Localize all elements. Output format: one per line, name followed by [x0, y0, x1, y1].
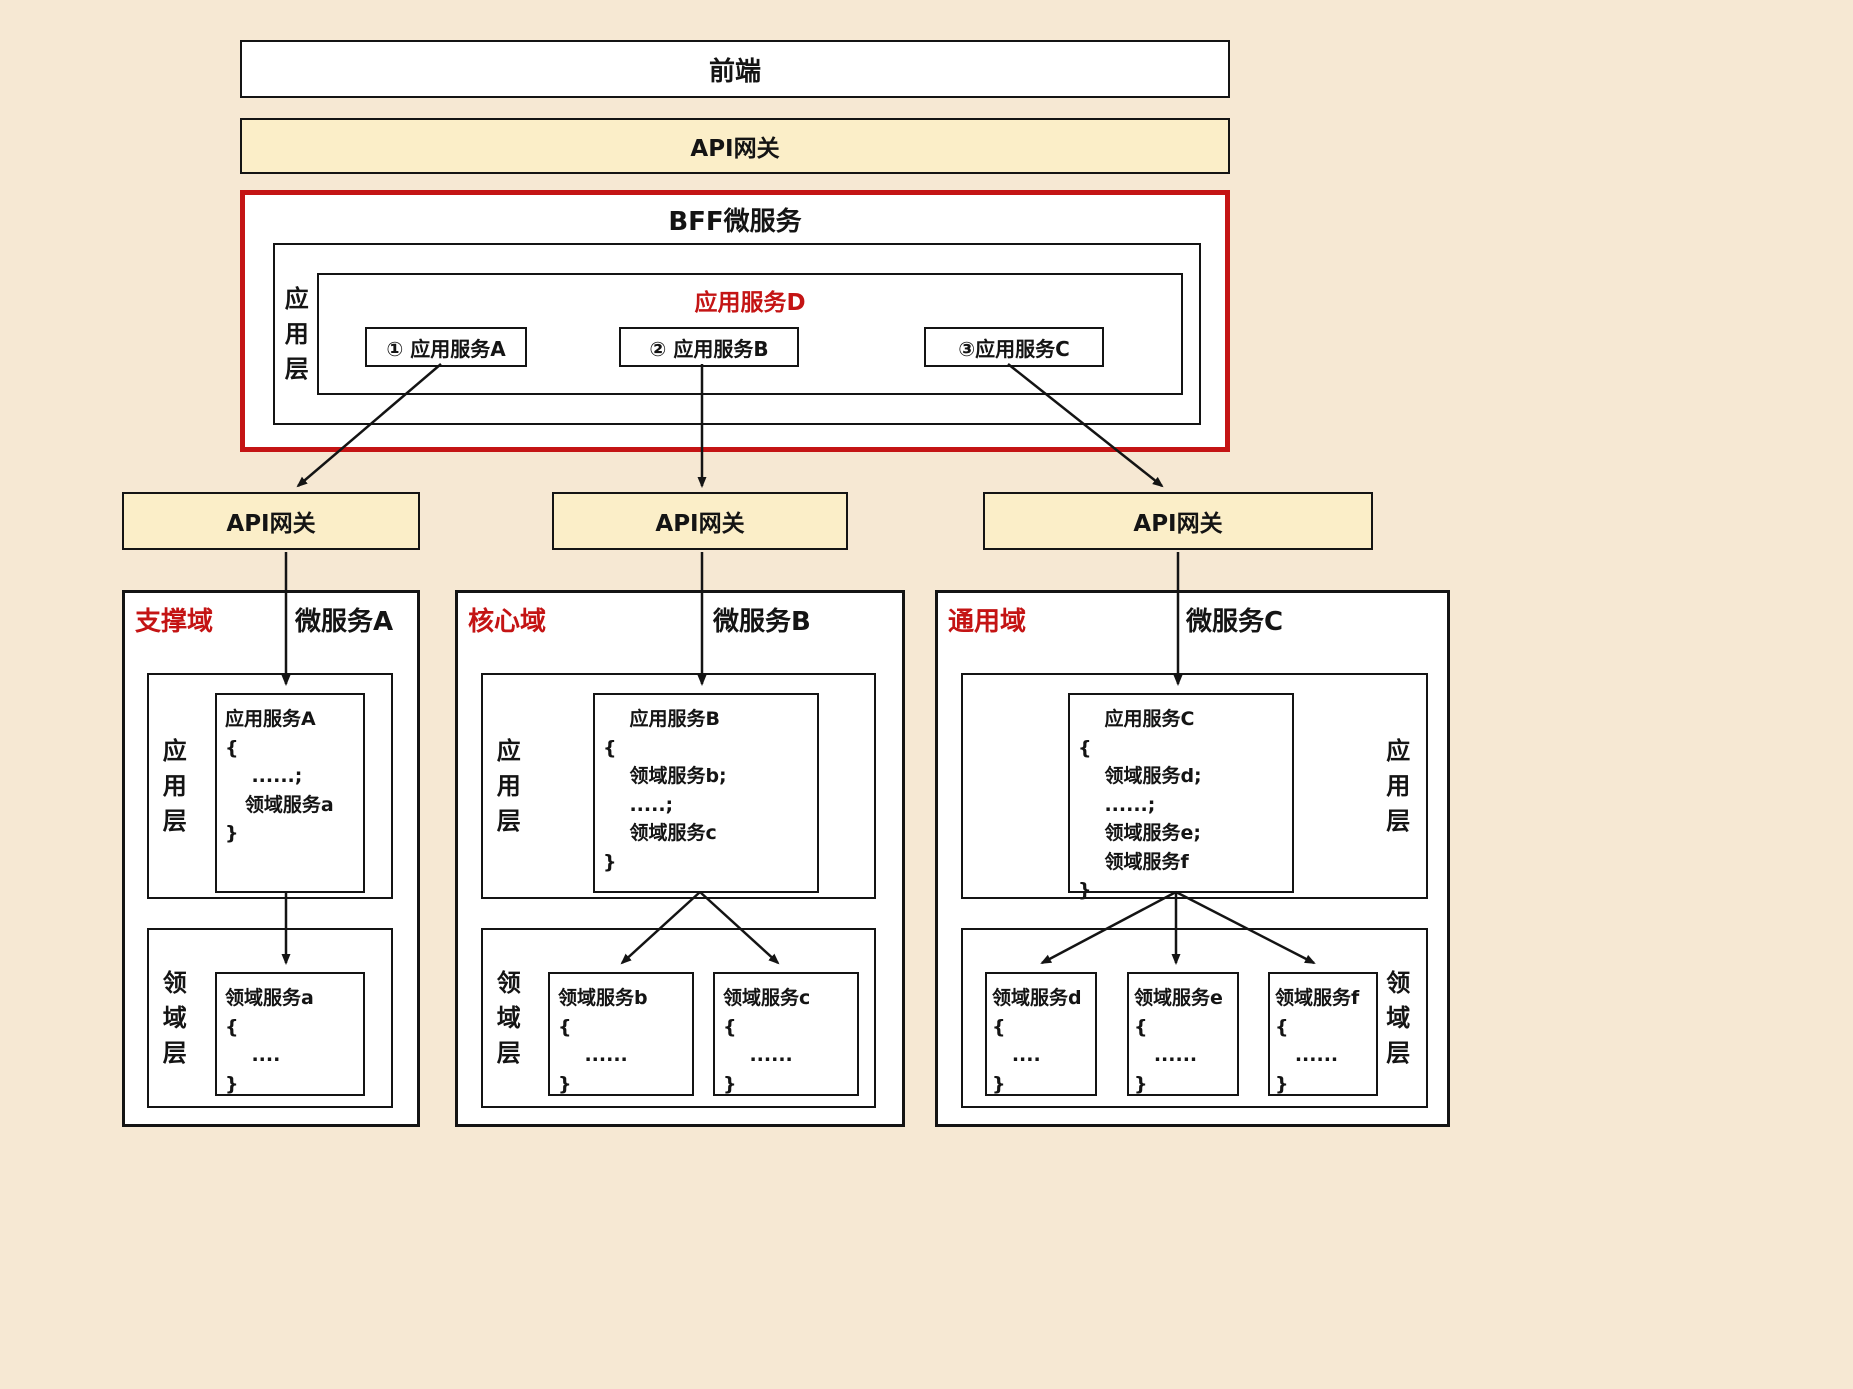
microservice-c-box: 通用域 微服务C 应用层 应用服务C { 领域服务d; ......; 领域服务…	[935, 590, 1450, 1127]
app-service-d-label: 应用服务D	[694, 290, 806, 316]
domain-service-f-code: 领域服务f { ...... }	[1275, 987, 1360, 1095]
bff-microservice-box: BFF微服务 应用层 应用服务D ① 应用服务A ② 应用服务B ③应用服务C	[240, 190, 1230, 452]
domain-b-badge: 核心域	[468, 607, 547, 637]
bff-service-c-label: ③应用服务C	[958, 336, 1070, 361]
microservice-b-title: 微服务B	[713, 607, 811, 637]
api-gateway-b-label: API网关	[655, 511, 745, 537]
domain-b-app-layer-label: 应用层	[496, 736, 521, 835]
domain-a-domain-layer-box: 领域层 领域服务a { .... }	[147, 928, 393, 1108]
bff-app-layer-box: 应用层 应用服务D ① 应用服务A ② 应用服务B ③应用服务C	[273, 243, 1201, 425]
domain-service-b-code: 领域服务b { ...... }	[558, 987, 648, 1095]
bff-service-c-box: ③应用服务C	[924, 327, 1104, 367]
bff-service-b-box: ② 应用服务B	[619, 327, 799, 367]
api-gateway-a-box: API网关	[122, 492, 420, 550]
microservice-a-box: 支撑域 微服务A 应用层 应用服务A { ......; 领域服务a } 领域层…	[122, 590, 420, 1127]
domain-service-e-box: 领域服务e { ...... }	[1127, 972, 1239, 1096]
domain-a-badge: 支撑域	[135, 607, 214, 637]
domain-service-c-box: 领域服务c { ...... }	[713, 972, 859, 1096]
frontend-label: 前端	[708, 56, 761, 87]
domain-c-domain-layer-label: 领域层	[1386, 968, 1411, 1067]
domain-b-app-layer-box: 应用层 应用服务B { 领域服务b; .....; 领域服务c }	[481, 673, 876, 899]
microservice-c-title: 微服务C	[1186, 607, 1284, 637]
domain-service-e-code: 领域服务e { ...... }	[1134, 987, 1223, 1095]
domain-b-app-service-box: 应用服务B { 领域服务b; .....; 领域服务c }	[593, 693, 819, 893]
bff-app-layer-label: 应用层	[284, 284, 309, 383]
domain-c-app-layer-box: 应用层 应用服务C { 领域服务d; ......; 领域服务e; 领域服务f …	[961, 673, 1428, 901]
api-gateway-c-label: API网关	[1133, 511, 1223, 537]
top-api-gateway-label: API网关	[690, 136, 780, 162]
domain-service-f-box: 领域服务f { ...... }	[1268, 972, 1378, 1096]
bff-service-a-box: ① 应用服务A	[365, 327, 527, 367]
domain-c-app-service-code: 应用服务C { 领域服务d; ......; 领域服务e; 领域服务f }	[1078, 708, 1202, 901]
domain-b-app-service-code: 应用服务B { 领域服务b; .....; 领域服务c }	[603, 708, 727, 873]
api-gateway-c-box: API网关	[983, 492, 1373, 550]
domain-service-d-code: 领域服务d { .... }	[992, 987, 1082, 1095]
bff-service-b-label: ② 应用服务B	[649, 336, 769, 361]
bff-service-a-label: ① 应用服务A	[386, 336, 506, 361]
frontend-box: 前端	[240, 40, 1230, 98]
domain-b-domain-layer-label: 领域层	[496, 968, 521, 1067]
domain-b-domain-layer-box: 领域层 领域服务b { ...... } 领域服务c { ...... }	[481, 928, 876, 1108]
domain-a-app-layer-label: 应用层	[162, 736, 187, 835]
domain-service-a-box: 领域服务a { .... }	[215, 972, 365, 1096]
domain-a-app-layer-box: 应用层 应用服务A { ......; 领域服务a }	[147, 673, 393, 899]
domain-service-a-code: 领域服务a { .... }	[225, 987, 314, 1095]
domain-service-d-box: 领域服务d { .... }	[985, 972, 1097, 1096]
microservice-b-box: 核心域 微服务B 应用层 应用服务B { 领域服务b; .....; 领域服务c…	[455, 590, 905, 1127]
microservice-a-title: 微服务A	[295, 607, 394, 637]
domain-service-b-box: 领域服务b { ...... }	[548, 972, 694, 1096]
domain-a-domain-layer-label: 领域层	[162, 968, 187, 1067]
domain-c-app-service-box: 应用服务C { 领域服务d; ......; 领域服务e; 领域服务f }	[1068, 693, 1294, 901]
domain-a-app-service-code: 应用服务A { ......; 领域服务a }	[225, 708, 334, 844]
domain-a-app-service-box: 应用服务A { ......; 领域服务a }	[215, 693, 365, 893]
app-service-d-box: 应用服务D ① 应用服务A ② 应用服务B ③应用服务C	[317, 273, 1183, 395]
top-api-gateway-box: API网关	[240, 118, 1230, 174]
api-gateway-a-label: API网关	[226, 511, 316, 537]
domain-c-app-layer-label: 应用层	[1386, 736, 1411, 835]
domain-c-badge: 通用域	[948, 607, 1027, 637]
domain-service-c-code: 领域服务c { ...... }	[723, 987, 811, 1095]
bff-title: BFF微服务	[668, 207, 802, 237]
domain-c-domain-layer-box: 领域层 领域服务d { .... } 领域服务e { ...... } 领域服务…	[961, 928, 1428, 1108]
api-gateway-b-box: API网关	[552, 492, 848, 550]
